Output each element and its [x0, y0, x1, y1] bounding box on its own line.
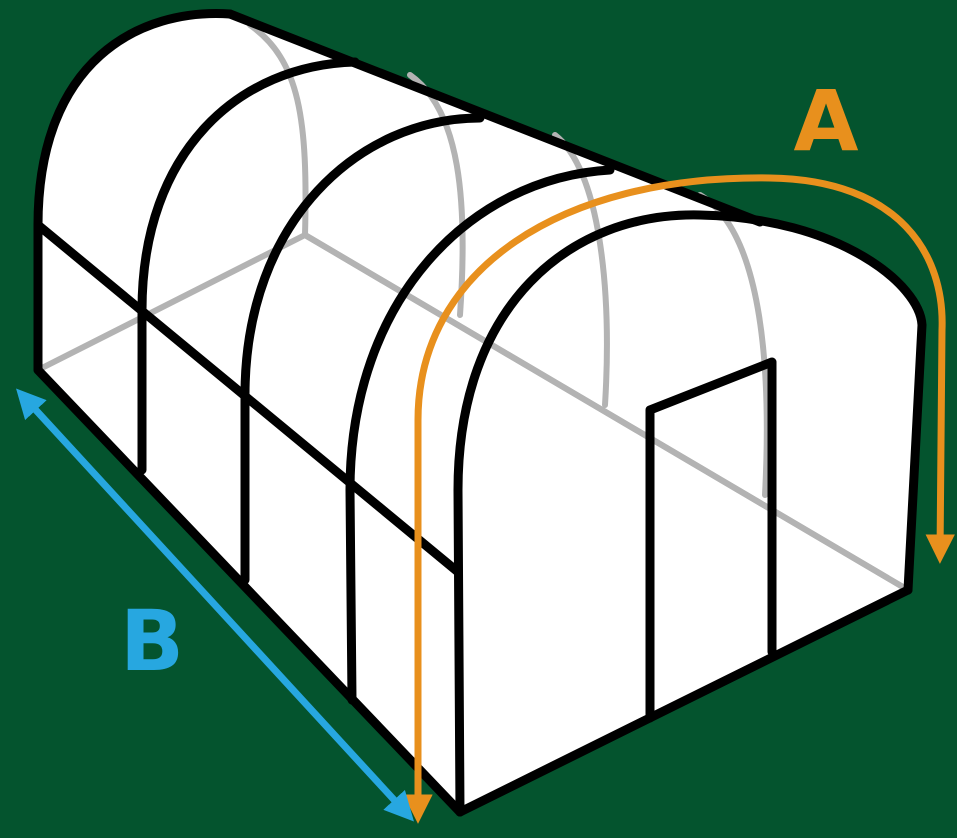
hoop-3 — [240, 113, 485, 585]
hidden-hoop-3 — [552, 132, 610, 408]
straight-double-arrow-icon — [16, 388, 414, 822]
greenhouse-front-end-panel — [458, 214, 922, 812]
end-arch-back — [33, 9, 235, 375]
end-arch-front — [453, 210, 927, 817]
dimension-a: A — [403, 72, 955, 824]
dimension-b-label: B — [120, 592, 184, 690]
dimension-a-label: A — [793, 72, 858, 170]
hidden-hoop-1 — [247, 22, 309, 238]
curved-double-arrow-icon — [403, 174, 955, 824]
tunnel-greenhouse-icon — [33, 9, 927, 817]
hoop-2 — [137, 57, 360, 475]
dimension-b: B — [16, 388, 414, 822]
